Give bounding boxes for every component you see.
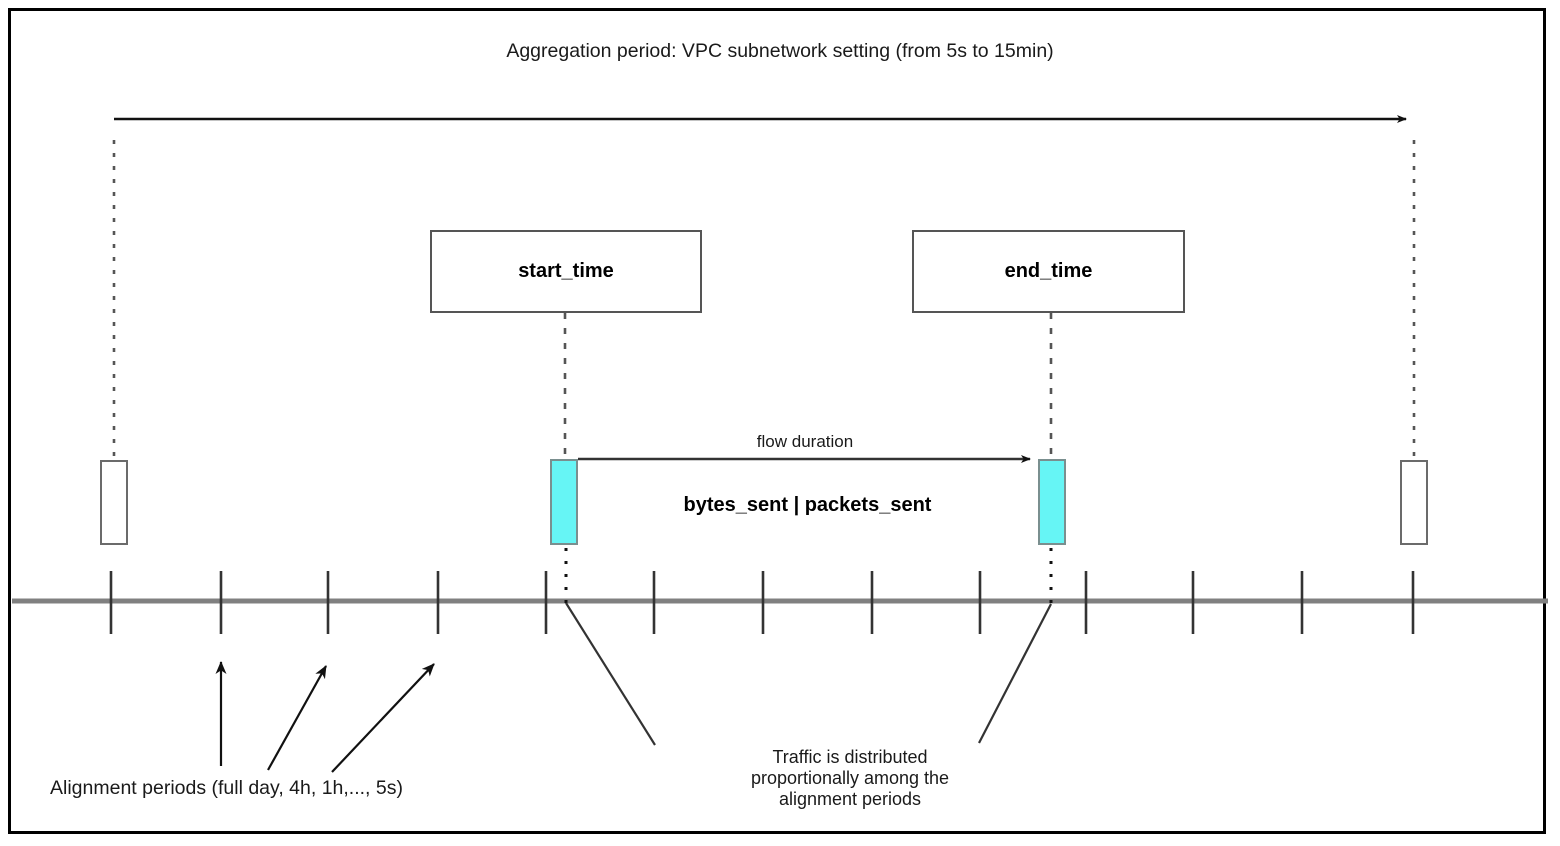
- traffic-note-line-2: proportionally among the: [750, 768, 950, 788]
- end-time-box[interactable]: end_time: [912, 230, 1185, 313]
- traffic-note-leader-left: [565, 602, 656, 746]
- traffic-note-leader-right: [978, 603, 1052, 744]
- traffic-note: Traffic is distributed proportionally am…: [700, 747, 1000, 810]
- diagram-frame: [8, 8, 1546, 834]
- start-time-box-label: start_time: [518, 260, 614, 282]
- alignment-tick-group: [109, 571, 1415, 634]
- alignment-callout-arrow-2: [267, 665, 327, 771]
- diagram-title: Aggregation period: VPC subnetwork setti…: [506, 40, 1054, 62]
- alignment-periods-label: Alignment periods (full day, 4h, 1h,...,…: [50, 777, 403, 799]
- metrics-label: bytes_sent | packets_sent: [683, 494, 932, 516]
- flow-start-bar: [550, 459, 578, 545]
- flow-duration-label: flow duration: [756, 432, 854, 451]
- end-time-box-label: end_time: [1004, 260, 1093, 282]
- aggregation-period-rect-left: [100, 460, 128, 545]
- flow-end-bar: [1038, 459, 1066, 545]
- traffic-note-line-1: Traffic is distributed: [772, 747, 928, 767]
- alignment-callout-arrow-3: [331, 663, 435, 773]
- traffic-note-line-3: alignment periods: [778, 789, 922, 809]
- aggregation-period-rect-right: [1400, 460, 1428, 545]
- start-time-box[interactable]: start_time: [430, 230, 702, 313]
